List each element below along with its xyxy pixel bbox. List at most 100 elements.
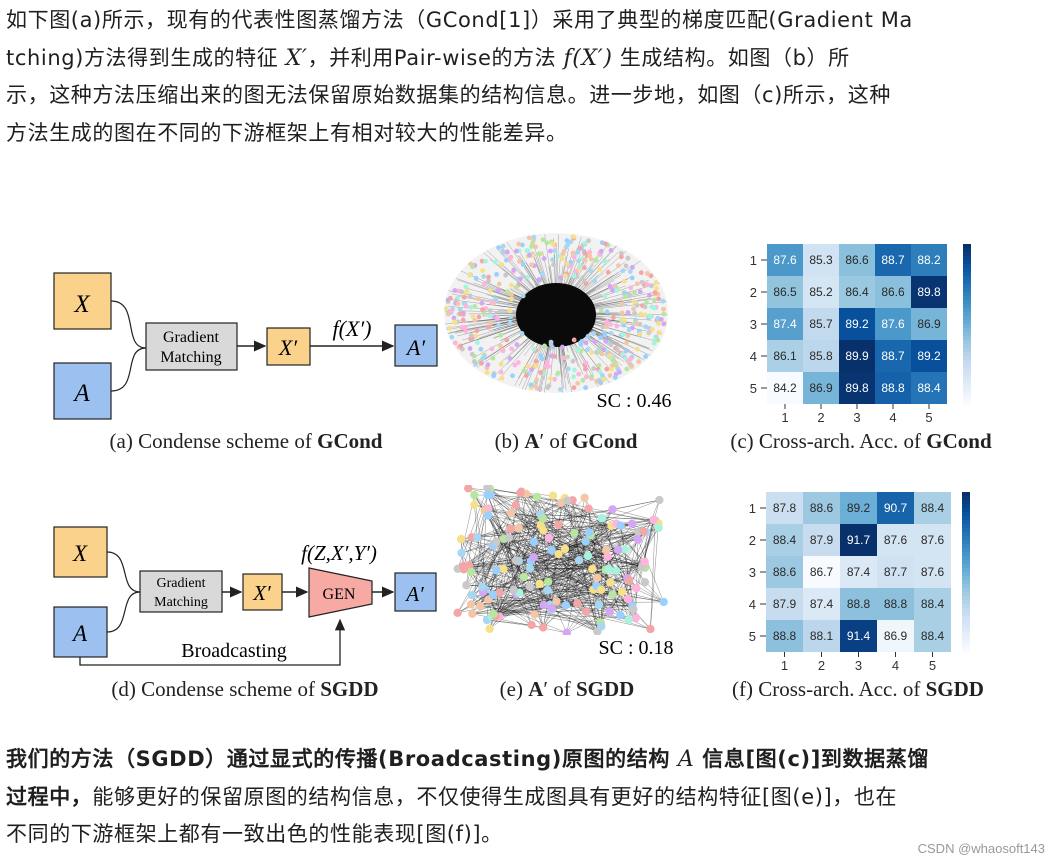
x-tick-label: 2 — [817, 410, 824, 425]
x-tick-label: 3 — [853, 410, 860, 425]
graph-b-node — [617, 369, 622, 375]
graph-b-node — [571, 367, 577, 373]
graph-e-node — [468, 609, 477, 618]
graph-b-node — [552, 376, 558, 382]
colorbar-segment — [962, 636, 970, 641]
graph-b-node — [560, 344, 565, 350]
colorbar-segment — [963, 340, 971, 345]
node-a-box-d: A — [53, 606, 108, 658]
gm-label-1-d: Gradient — [157, 576, 206, 591]
heatmap-cell-value: 87.6 — [881, 317, 905, 331]
graph-b-node — [495, 287, 501, 293]
graph-e-edge — [510, 528, 621, 616]
heatmap-cell-value: 84.2 — [773, 381, 797, 395]
graph-b-node — [660, 298, 666, 304]
graph-e-edge — [489, 488, 567, 606]
colorbar-segment — [963, 276, 971, 281]
graph-b-node — [529, 367, 535, 373]
graph-b-node — [648, 273, 654, 279]
heatmap-cell — [766, 556, 803, 588]
graph-e-node — [538, 514, 547, 523]
graph-b-node — [451, 315, 457, 321]
graph-b-node — [463, 284, 469, 290]
graph-b-node — [636, 359, 642, 364]
graph-b-node — [600, 324, 606, 330]
graph-b-node — [637, 289, 643, 295]
colorbar-segment — [963, 268, 971, 273]
graph-b-node — [620, 332, 626, 338]
graph-b-node — [592, 278, 598, 284]
heatmap-cell — [840, 620, 877, 652]
caption-b: (b) A′ of GCond — [495, 429, 638, 453]
x-tick-label: 2 — [818, 658, 825, 673]
node-aprime-box: A′ — [394, 324, 438, 367]
graph-b-node — [587, 252, 592, 258]
graph-b-node — [642, 312, 648, 318]
graph-b-node — [639, 279, 645, 285]
graph-b-node — [633, 321, 639, 327]
node-a-label-d: A — [71, 621, 88, 646]
graph-e-node — [649, 515, 658, 524]
colorbar-segment — [962, 572, 970, 577]
heatmap-cell-value: 86.6 — [845, 253, 869, 267]
graph-b-node — [583, 385, 589, 391]
heatmap-cell — [839, 372, 875, 404]
graph-b-node — [581, 265, 587, 271]
colorbar-segment — [963, 372, 971, 377]
graph-e-node — [535, 579, 544, 589]
graph-e-node — [560, 544, 570, 554]
graph-b-node — [490, 355, 496, 361]
graph-b-node — [519, 331, 525, 336]
heatmap-cell-value: 88.6 — [773, 565, 797, 579]
graph-e-node — [543, 586, 552, 595]
node-x-label-d: X — [72, 541, 88, 566]
graph-e-edge — [534, 497, 566, 615]
graph-e-node — [492, 537, 501, 546]
graph-e-edge — [600, 523, 659, 623]
colorbar-segment — [963, 316, 971, 321]
graph-b-node — [525, 364, 531, 369]
graph-e-node — [511, 556, 521, 565]
graph-b-node — [521, 368, 527, 374]
graph-e-edge — [548, 581, 623, 593]
graph-e-node — [581, 607, 591, 616]
graph-b-node — [576, 258, 581, 264]
graph-b-node — [598, 248, 604, 254]
graph-b-node — [463, 303, 469, 309]
heatmap-cell-value: 87.6 — [884, 533, 908, 547]
graph-b-node — [642, 304, 648, 310]
graph-e-node — [613, 545, 623, 555]
graph-e-edge — [601, 518, 634, 610]
graph-e-node — [483, 485, 492, 493]
heatmap-cell — [877, 556, 914, 588]
colorbar-segment — [962, 644, 970, 649]
graph-e-edge — [487, 508, 520, 593]
graph-e-node — [570, 529, 579, 538]
graph-b-node — [489, 346, 495, 352]
graph-b-node — [508, 282, 514, 288]
graph-b-node — [605, 269, 611, 275]
intro-line-4: 方法生成的图在不同的下游框架上有相对较大的性能差异。 — [6, 120, 568, 145]
graph-b-node — [498, 343, 503, 349]
heatmap-cell-value: 87.4 — [810, 597, 834, 611]
heatmap-cell — [877, 588, 914, 620]
graph-b-node — [492, 259, 498, 265]
graph-e-node — [467, 590, 477, 600]
heatmap-cell — [803, 524, 840, 556]
colorbar-segment — [962, 600, 970, 605]
heatmap-cell — [766, 524, 803, 556]
graph-e-node — [608, 505, 617, 514]
graph-e-node — [538, 623, 548, 632]
graph-b-node — [624, 366, 630, 372]
colorbar-segment — [963, 364, 971, 369]
graph-b-node — [503, 272, 509, 278]
graph-b-node — [585, 347, 590, 353]
graph-b-node — [449, 334, 455, 340]
node-xprime-label-d: X′ — [252, 581, 271, 605]
heatmap-cell-value: 87.9 — [810, 533, 834, 547]
heatmap-cell — [803, 620, 840, 652]
heatmap-cell-value: 85.2 — [809, 285, 833, 299]
graph-e-node — [603, 552, 612, 561]
graph-b-node — [559, 255, 565, 261]
